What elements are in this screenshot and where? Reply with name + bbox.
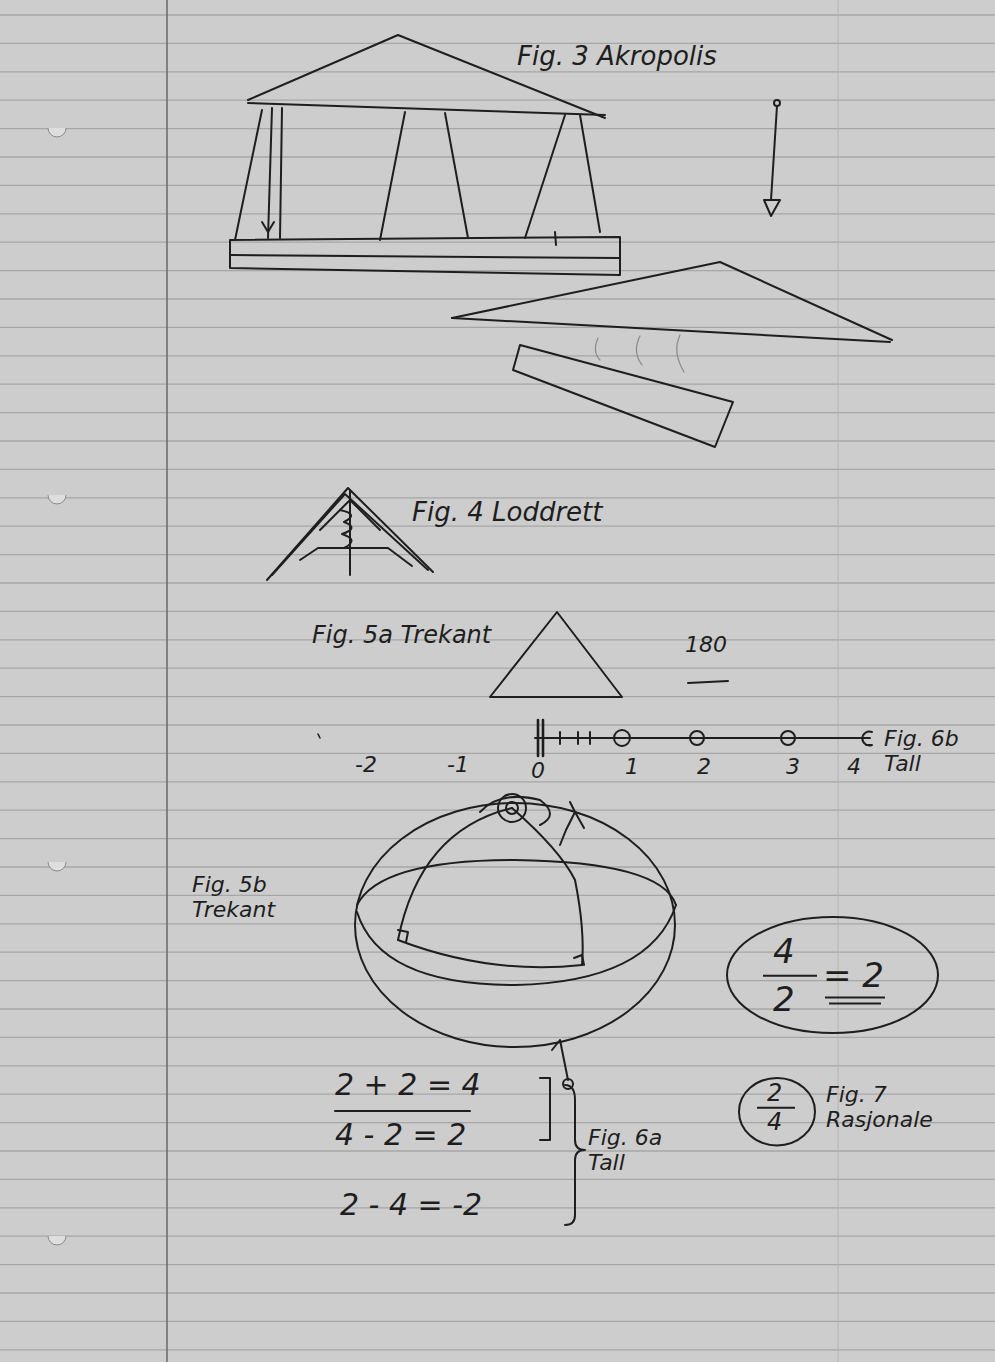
sketch-label: 4 — [847, 754, 861, 779]
sketch-label: 0 — [531, 758, 545, 783]
ruled-line — [0, 242, 995, 243]
ruled-line — [0, 185, 995, 186]
fraction-text: = 2 — [823, 957, 884, 994]
faint-line — [838, 0, 839, 1362]
sketch-label: 4 - 2 = 2 — [335, 1118, 466, 1153]
ruled-line — [0, 1349, 995, 1350]
sketch-label: Fig. 5a Trekant — [312, 622, 491, 650]
fraction-bar — [763, 975, 817, 977]
ruled-line — [0, 1008, 995, 1009]
ruled-line — [0, 554, 995, 555]
sketch-label: Fig. 6b Tall — [884, 726, 989, 777]
ruled-line — [0, 1179, 995, 1180]
sketch-label: Fig. 3 Akropolis — [517, 42, 717, 72]
ruled-line — [0, 384, 995, 385]
sketch-label: -2 — [355, 752, 377, 777]
ruled-line — [0, 781, 995, 782]
sketch-label: 2 — [697, 754, 711, 779]
sketch-label: -1 — [447, 752, 469, 777]
sketch-label: Fig. 5b Trekant — [192, 872, 312, 923]
ruled-line — [0, 71, 995, 72]
fraction-text: 2 — [773, 981, 795, 1018]
sketch-label: 2 + 2 = 4 — [335, 1068, 481, 1103]
ruled-line — [0, 412, 995, 413]
circled-fraction: 24 — [737, 1076, 817, 1147]
sketch-label: Fig. 6a Tall — [588, 1125, 678, 1176]
ruled-line — [0, 327, 995, 328]
ruled-line — [0, 469, 995, 470]
ruled-line — [0, 1207, 995, 1208]
circled-fraction: 4 2 = 2 — [725, 915, 940, 1035]
ruled-line — [0, 270, 995, 271]
margin-line — [166, 0, 168, 1362]
ruled-line — [0, 1065, 995, 1066]
ruled-line — [0, 866, 995, 867]
fraction-bar — [829, 1002, 881, 1004]
ruled-line — [0, 1236, 995, 1237]
ruled-line — [0, 355, 995, 356]
ruled-line — [0, 582, 995, 583]
sketch-label: 180 — [685, 632, 727, 657]
fraction-text: 4 — [773, 933, 795, 970]
ruled-line — [0, 156, 995, 157]
ruled-line — [0, 213, 995, 214]
sketch-label: Fig. 4 Loddrett — [412, 498, 603, 528]
fraction-text: 4 — [767, 1109, 782, 1135]
ruled-line — [0, 1264, 995, 1265]
ruled-line — [0, 923, 995, 924]
ruled-line — [0, 43, 995, 44]
ruled-line — [0, 1321, 995, 1322]
ruled-line — [0, 1150, 995, 1151]
fraction-text: 2 — [767, 1080, 782, 1106]
ellipse-line — [727, 917, 938, 1033]
ruled-line — [0, 1292, 995, 1293]
ruled-line — [0, 639, 995, 640]
ruled-line — [0, 611, 995, 612]
sketch-label: Fig. 7 Rasjonale — [826, 1082, 966, 1133]
ellipse-line — [739, 1078, 815, 1145]
ruled-line — [0, 952, 995, 953]
punch-holes — [48, 128, 66, 1245]
ruled-line — [0, 14, 995, 15]
ruled-lines — [0, 15, 995, 1350]
sketch-label: 2 - 4 = -2 — [340, 1188, 482, 1223]
ruled-line — [0, 753, 995, 754]
ruled-line — [0, 440, 995, 441]
ruled-line — [0, 895, 995, 896]
sketch-label: 3 — [786, 754, 800, 779]
ruled-line — [0, 838, 995, 839]
pencil-drawings — [230, 35, 892, 1225]
ruled-line — [0, 298, 995, 299]
ruled-line — [0, 668, 995, 669]
sketch-label: 1 — [625, 754, 639, 779]
ruled-line — [0, 100, 995, 101]
fraction-bar — [825, 996, 885, 998]
ruled-line — [0, 1037, 995, 1038]
ruled-line — [0, 128, 995, 129]
ruled-line — [0, 724, 995, 725]
